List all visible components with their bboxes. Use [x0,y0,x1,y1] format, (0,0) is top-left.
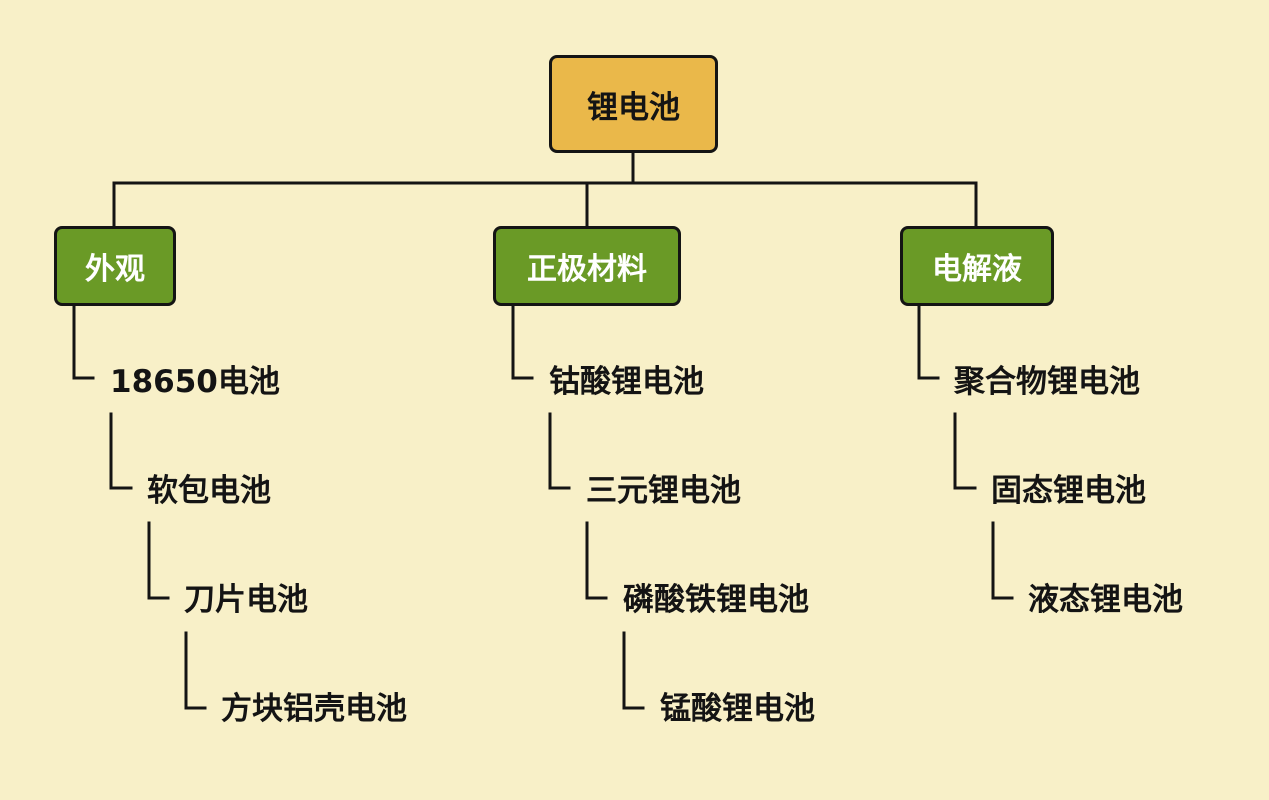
root-label: 锂电池 [587,89,680,126]
category-label: 外观 [85,252,145,287]
list-item: 液态锂电池 [1028,582,1183,618]
step-line [585,521,608,600]
list-item: 聚合物锂电池 [954,364,1140,400]
step-line [109,412,133,490]
list-item: 磷酸铁锂电池 [623,582,809,618]
step-line [917,304,940,380]
step-line [184,631,207,710]
category-cathode-material: 正极材料 [493,226,681,306]
category-label: 电解液 [932,252,1022,287]
list-item: 固态锂电池 [991,473,1146,509]
step-line [72,304,95,380]
list-item: 锰酸锂电池 [660,691,815,727]
step-line [991,521,1014,600]
list-item: 18650电池 [110,364,280,400]
step-line [147,521,170,600]
list-item: 三元锂电池 [586,473,741,509]
step-line [511,304,534,380]
category-label: 正极材料 [527,252,647,287]
category-electrolyte: 电解液 [900,226,1054,306]
list-item: 刀片电池 [184,582,308,618]
list-item: 方块铝壳电池 [221,691,407,727]
category-appearance: 外观 [54,226,176,306]
list-item: 软包电池 [147,473,271,509]
root-node: 锂电池 [549,55,718,153]
step-line [953,412,977,490]
step-line [548,412,571,490]
list-item: 钴酸锂电池 [549,364,704,400]
step-line [622,631,645,710]
